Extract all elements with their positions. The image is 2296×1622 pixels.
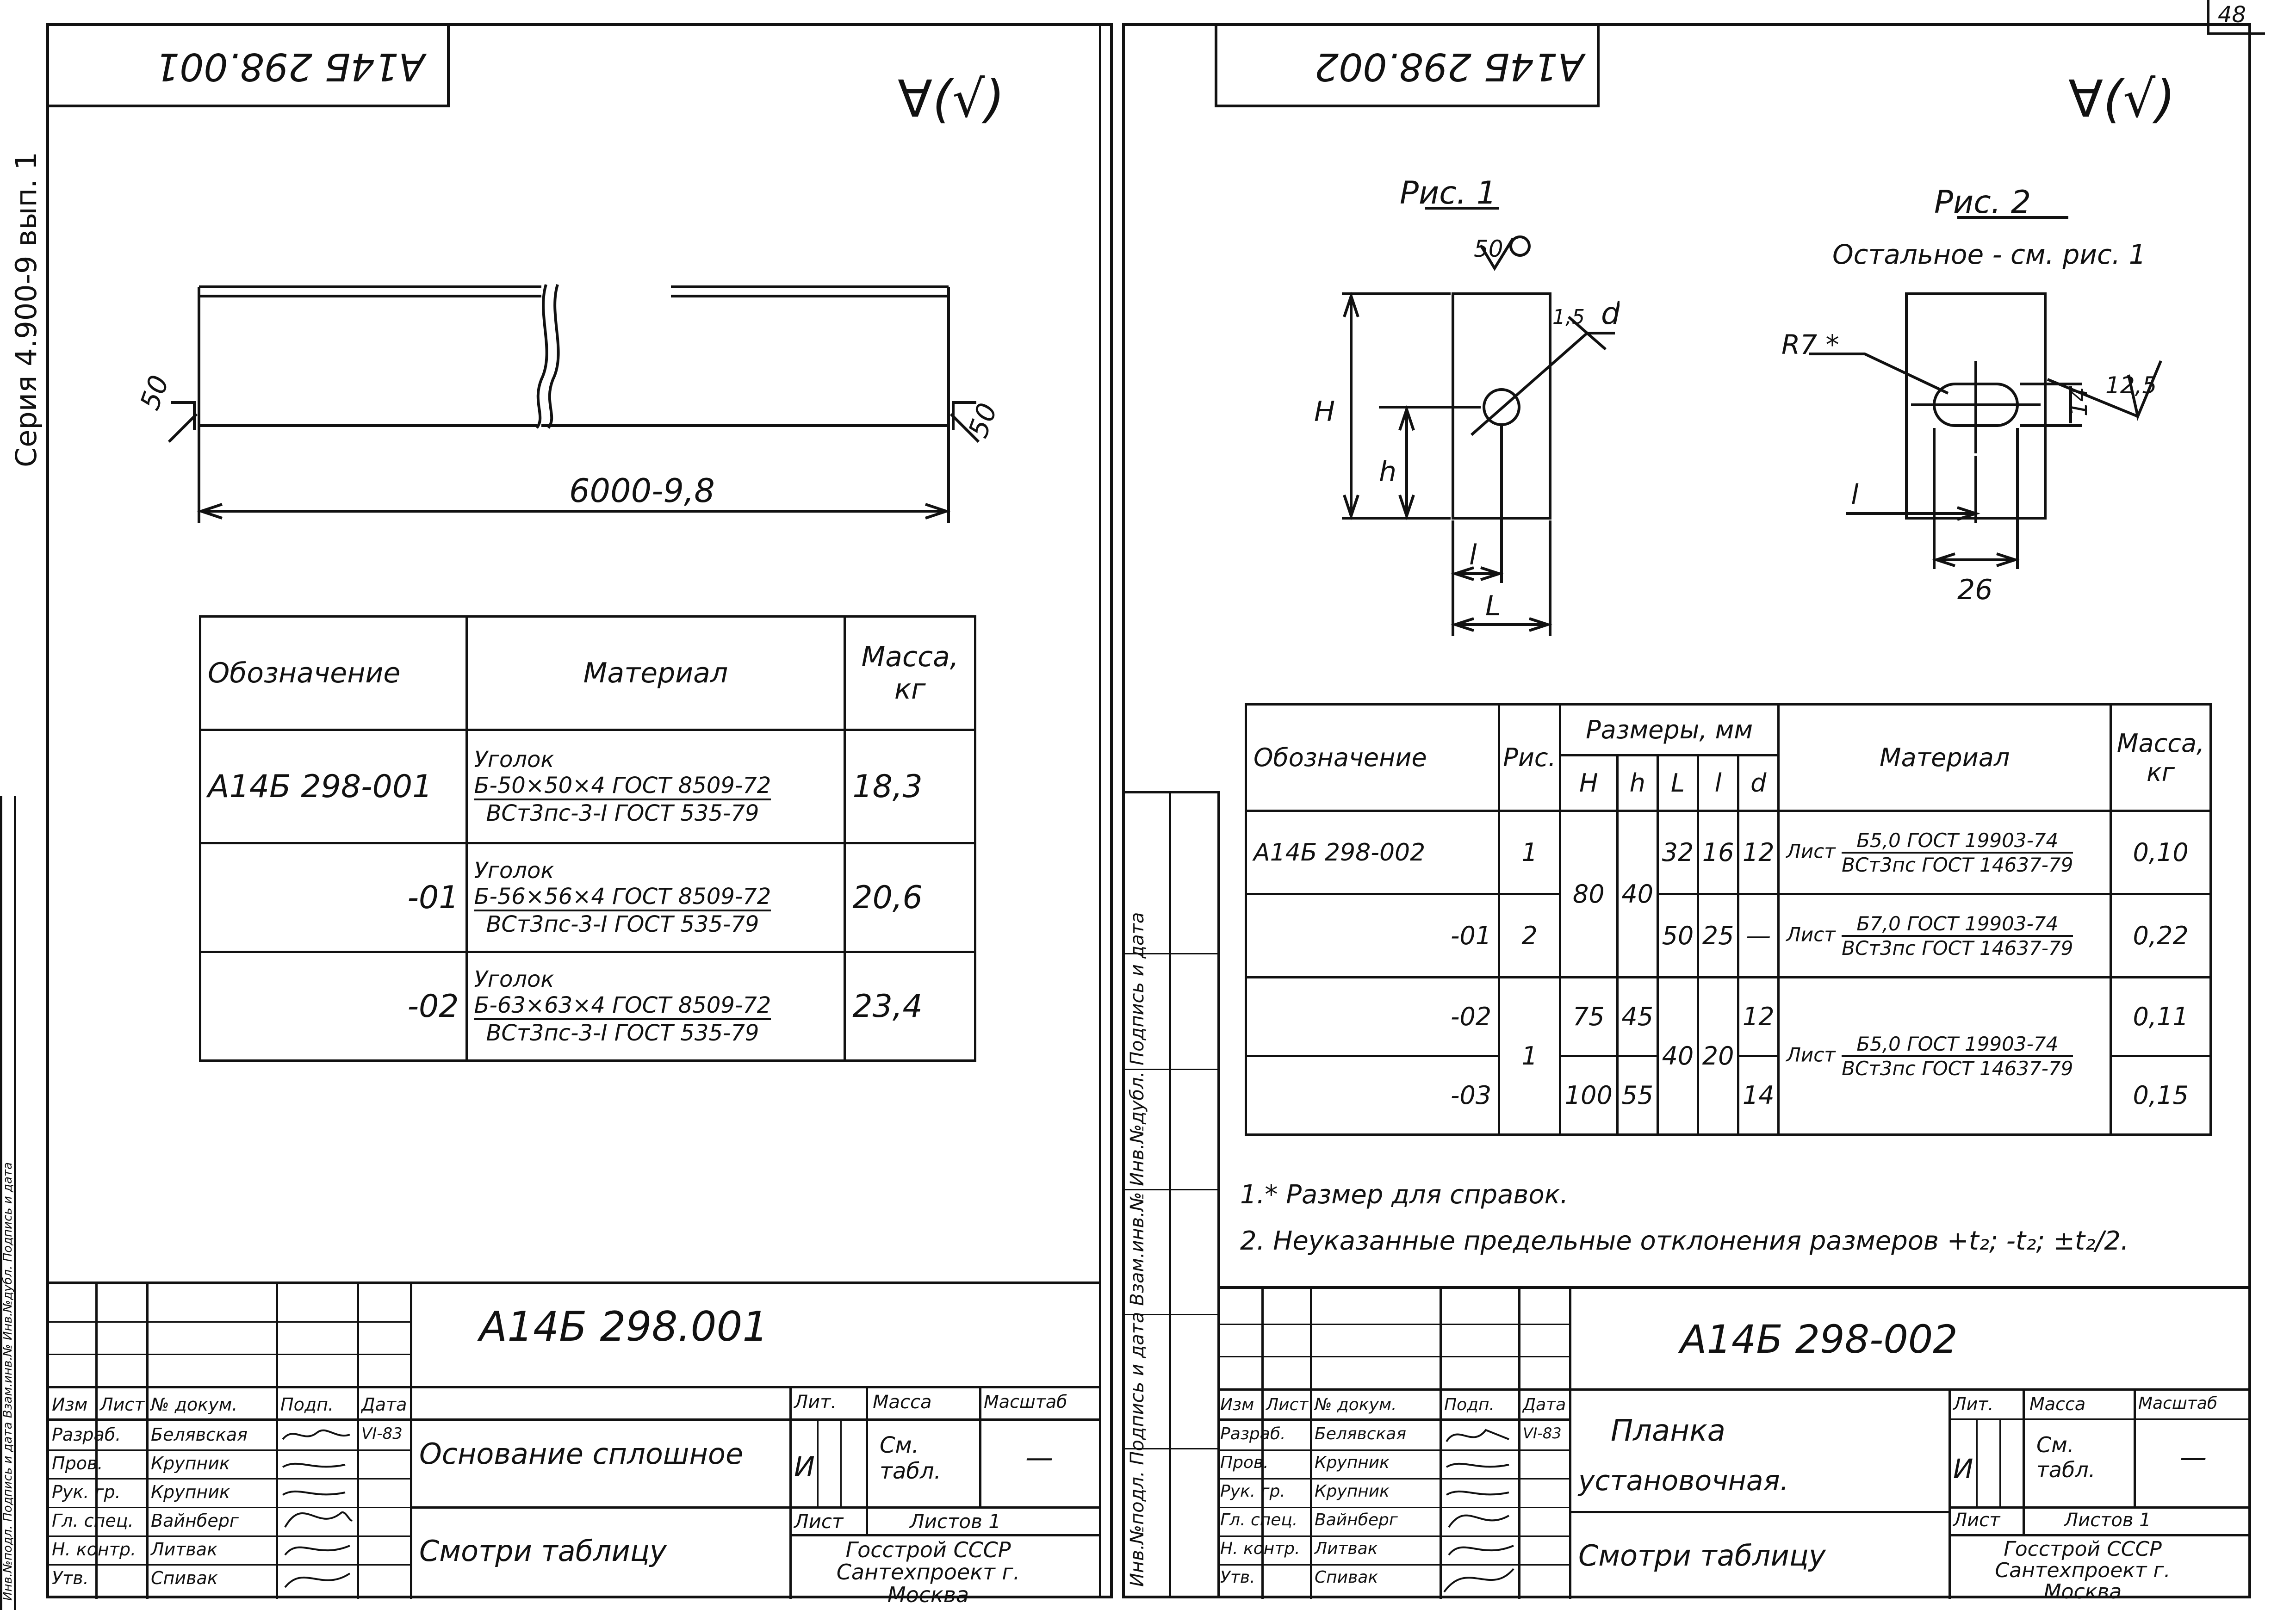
right-lit-mass-scale: Лит. Масса Масштаб И См. табл. — Лист Ли…: [1948, 1388, 2248, 1603]
svg-text:6000-9,8: 6000-9,8: [569, 472, 715, 510]
right-roughness-symbol: ∀(√): [2068, 69, 2176, 129]
right-spec-table: Обозначение Рис. Размеры, мм Материал Ма…: [1244, 703, 2212, 1136]
table-row: А14Б 298-002 1 80 40 32 16 12 Лист Б5,0 …: [1244, 810, 2212, 978]
right-header-mass: Масса, кг: [2110, 703, 2212, 812]
svg-text:12,5: 12,5: [2105, 372, 2157, 399]
right-title-name-line2: установочная.: [1578, 1465, 1789, 1497]
svg-text:d: d: [1601, 296, 1620, 331]
svg-text:Рис. 1: Рис. 1: [1400, 175, 1496, 211]
left-angle-drawing: 6000-9,8 50 50: [139, 284, 1003, 523]
svg-text:l: l: [1469, 539, 1477, 571]
left-title-name: Основание сплошное: [419, 1437, 744, 1471]
fig2-drawing: Рис. 2 Остальное - см. рис. 1 R7 * 14 12…: [1781, 184, 2162, 606]
side-strip-border: [0, 796, 2, 1610]
left-table-header-mass: Масса, кг: [844, 615, 976, 731]
right-header-row: Изм Лист № докум. Подп. Дата: [1220, 1395, 1566, 1414]
table-row: -03 100 55 14 0,15: [1244, 1055, 2212, 1136]
svg-text:50: 50: [139, 371, 175, 414]
table-row: -01 Уголок Б-56×56×4 ГОСТ 8509-72 ВСт3пс…: [199, 842, 976, 953]
table-row: -01 2 50 25 — Лист Б7,0 ГОСТ 19903-74 ВС…: [1244, 893, 2212, 978]
svg-text:l: l: [1851, 479, 1859, 511]
svg-text:1,5: 1,5: [1552, 305, 1585, 329]
side-stamp-left: Инв.№подл. Подпись и дата Взам.инв.№ Инв…: [1, 1162, 15, 1601]
left-title-block: Изм Лист № докум. Подп. Дата Разраб. Бел…: [49, 1282, 1099, 1606]
left-table-header-designation: Обозначение: [199, 615, 468, 731]
left-table-header-material: Материал: [465, 615, 846, 731]
svg-text:50: 50: [1474, 235, 1503, 262]
left-spec-table: Обозначение Материал Масса, кг А14Б 298-…: [199, 615, 976, 1062]
fig1-drawing: Рис. 1 50 H h l L d 1,5: [1314, 175, 1620, 636]
note-1: 1.* Размер для справок.: [1240, 1180, 1569, 1210]
right-title-doc-number: А14Б 298-002: [1680, 1317, 1958, 1362]
series-label: Серия 4.900-9 вып. 1: [9, 152, 43, 467]
svg-text:R7 *: R7 *: [1781, 329, 1839, 360]
right-title-block: Изм Лист № докум. Подп. Дата Разраб. Бел…: [1217, 1286, 2248, 1603]
left-title-material: Смотри таблицу: [419, 1534, 667, 1568]
svg-text:h: h: [1379, 456, 1396, 488]
right-signature-rows: Разраб. Белявская VI-83 Пров. Крупник Ру…: [1217, 1421, 1569, 1599]
svg-text:Остальное - см. рис. 1: Остальное - см. рис. 1: [1832, 239, 2146, 270]
table-row: -02 Уголок Б-63×63×4 ГОСТ 8509-72 ВСт3пс…: [199, 951, 976, 1062]
left-roughness-symbol: ∀(√): [898, 69, 1005, 129]
right-doc-stamp: А14Б 298.002: [1215, 26, 1600, 107]
side-strip-border-inner: [14, 796, 16, 1610]
right-header-sizes: Размеры, мм: [1558, 703, 1780, 756]
svg-text:H: H: [1314, 396, 1335, 428]
table-row: А14Б 298-001 Уголок Б-50×50×4 ГОСТ 8509-…: [199, 729, 976, 844]
left-doc-stamp: А14Б 298.001: [49, 26, 450, 107]
right-header-designation: Обозначение: [1244, 703, 1501, 812]
svg-text:50: 50: [962, 399, 1003, 442]
svg-text:26: 26: [1957, 574, 1992, 606]
svg-text:Рис. 2: Рис. 2: [1934, 184, 2031, 221]
svg-text:L: L: [1485, 590, 1501, 622]
left-header-row: Изм Лист № докум. Подп. Дата: [52, 1394, 407, 1415]
left-title-doc-number: А14Б 298.001: [479, 1303, 769, 1350]
left-sheet-frame: [46, 23, 1113, 1598]
sheet-divider: [1099, 23, 1101, 1598]
right-side-strip: Инв.№подл. Подпись и дата Взам.инв.№ Инв…: [1125, 791, 1220, 1596]
right-sheet-frame: [1122, 23, 2251, 1598]
left-lit-mass-scale: Лит. Масса Масштаб И См. табл. — Лист Ли…: [789, 1386, 1099, 1606]
right-header-material: Материал: [1777, 703, 2112, 812]
left-signature-rows: Разраб. Белявская VI-83 Пров. Крупник Ру…: [49, 1421, 410, 1599]
svg-text:14: 14: [2066, 387, 2092, 416]
note-2: 2. Неуказанные предельные отклонения раз…: [1240, 1226, 2129, 1256]
table-row: -02 1 75 45 40 20 12 Лист Б5,0 ГОСТ 1990…: [1244, 976, 2212, 1136]
right-title-name-line1: Планка: [1611, 1414, 1725, 1448]
right-header-fig: Рис.: [1498, 703, 1561, 812]
right-title-material: Смотри таблицу: [1578, 1539, 1826, 1572]
